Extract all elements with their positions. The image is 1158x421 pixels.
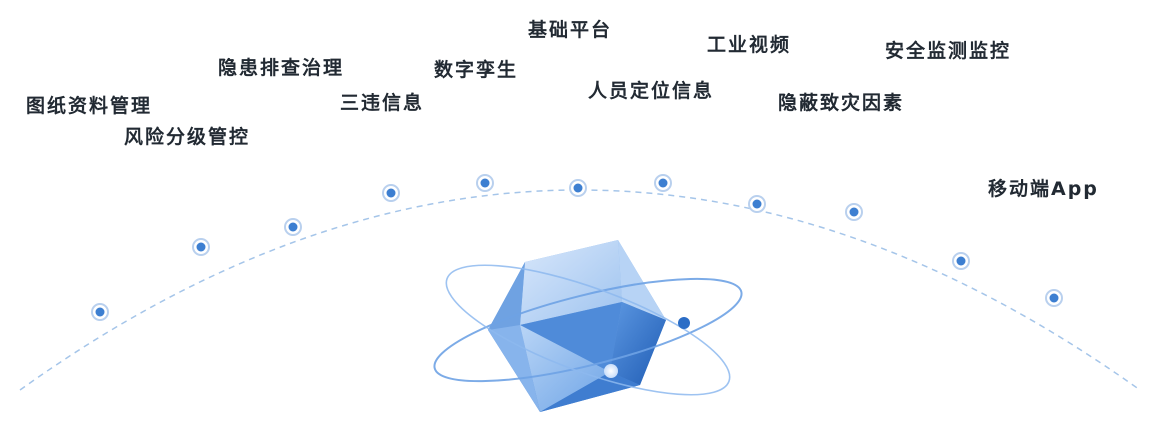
node-dot xyxy=(288,222,298,232)
module-label-three-violations: 三违信息 xyxy=(340,92,425,114)
node-dot xyxy=(386,188,396,198)
orbit-ring-2 xyxy=(445,264,731,396)
node-dot xyxy=(752,199,762,209)
node-dot xyxy=(573,183,583,193)
module-label-base-platform: 基础平台 xyxy=(528,19,613,41)
module-label-personnel-location: 人员定位信息 xyxy=(588,80,715,102)
node-dot xyxy=(658,178,668,188)
orbit-dot-small xyxy=(604,364,618,378)
module-label-industrial-video: 工业视频 xyxy=(707,34,792,56)
orbit-dot-large xyxy=(678,317,690,329)
node-dot xyxy=(480,178,490,188)
orbit-ring-1 xyxy=(433,277,743,383)
module-label-hazard-governance: 隐患排查治理 xyxy=(218,57,345,79)
module-label-hidden-disaster-factors: 隐蔽致灾因素 xyxy=(778,92,905,114)
module-label-drawings: 图纸资料管理 xyxy=(26,95,153,117)
node-dot xyxy=(956,256,966,266)
module-label-risk-control: 风险分级管控 xyxy=(124,126,251,148)
polyhedron-icon xyxy=(488,240,666,412)
module-label-digital-twin: 数字孪生 xyxy=(434,59,519,81)
node-dot xyxy=(95,307,105,317)
node-dot xyxy=(1049,293,1059,303)
module-label-safety-monitoring: 安全监测监控 xyxy=(885,40,1012,62)
module-label-mobile-app: 移动端App xyxy=(988,178,1099,200)
node-dot xyxy=(196,242,206,252)
dashed-arc xyxy=(19,189,1141,391)
node-dot xyxy=(849,207,859,217)
